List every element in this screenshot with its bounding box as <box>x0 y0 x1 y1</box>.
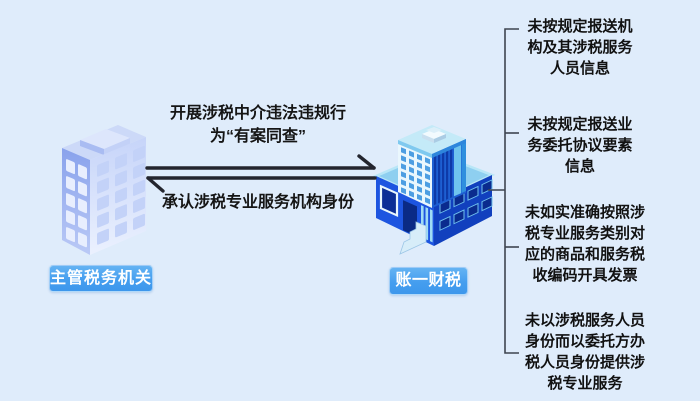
violation-item: 未按规定报送业 务委托协议要素 信息 <box>527 116 633 175</box>
violation-item: 未以涉税服务人员 身份而以委托方办 税人员身份提供涉 税专业服务 <box>524 312 645 392</box>
backward-action-label: 承认涉税专业服务机构身份 <box>161 194 354 211</box>
tax-authority-badge: 主管税务机关 <box>49 265 153 292</box>
forward-action-label: 开展涉税中介违法违规行 为“有案同查” <box>169 105 346 145</box>
violations-bracket-connector <box>488 28 519 354</box>
company-building-icon <box>372 125 496 255</box>
violation-item: 未按规定报送机 构及其涉税服务 人员信息 <box>527 18 633 77</box>
company-badge: 账一财税 <box>389 267 468 295</box>
exchange-arrows-icon <box>145 154 377 193</box>
tax-authority-building-icon <box>62 125 146 255</box>
violation-item: 未如实准确按照涉 税专业服务类别对 应的商品和服务税 收编码开具发票 <box>524 204 645 284</box>
